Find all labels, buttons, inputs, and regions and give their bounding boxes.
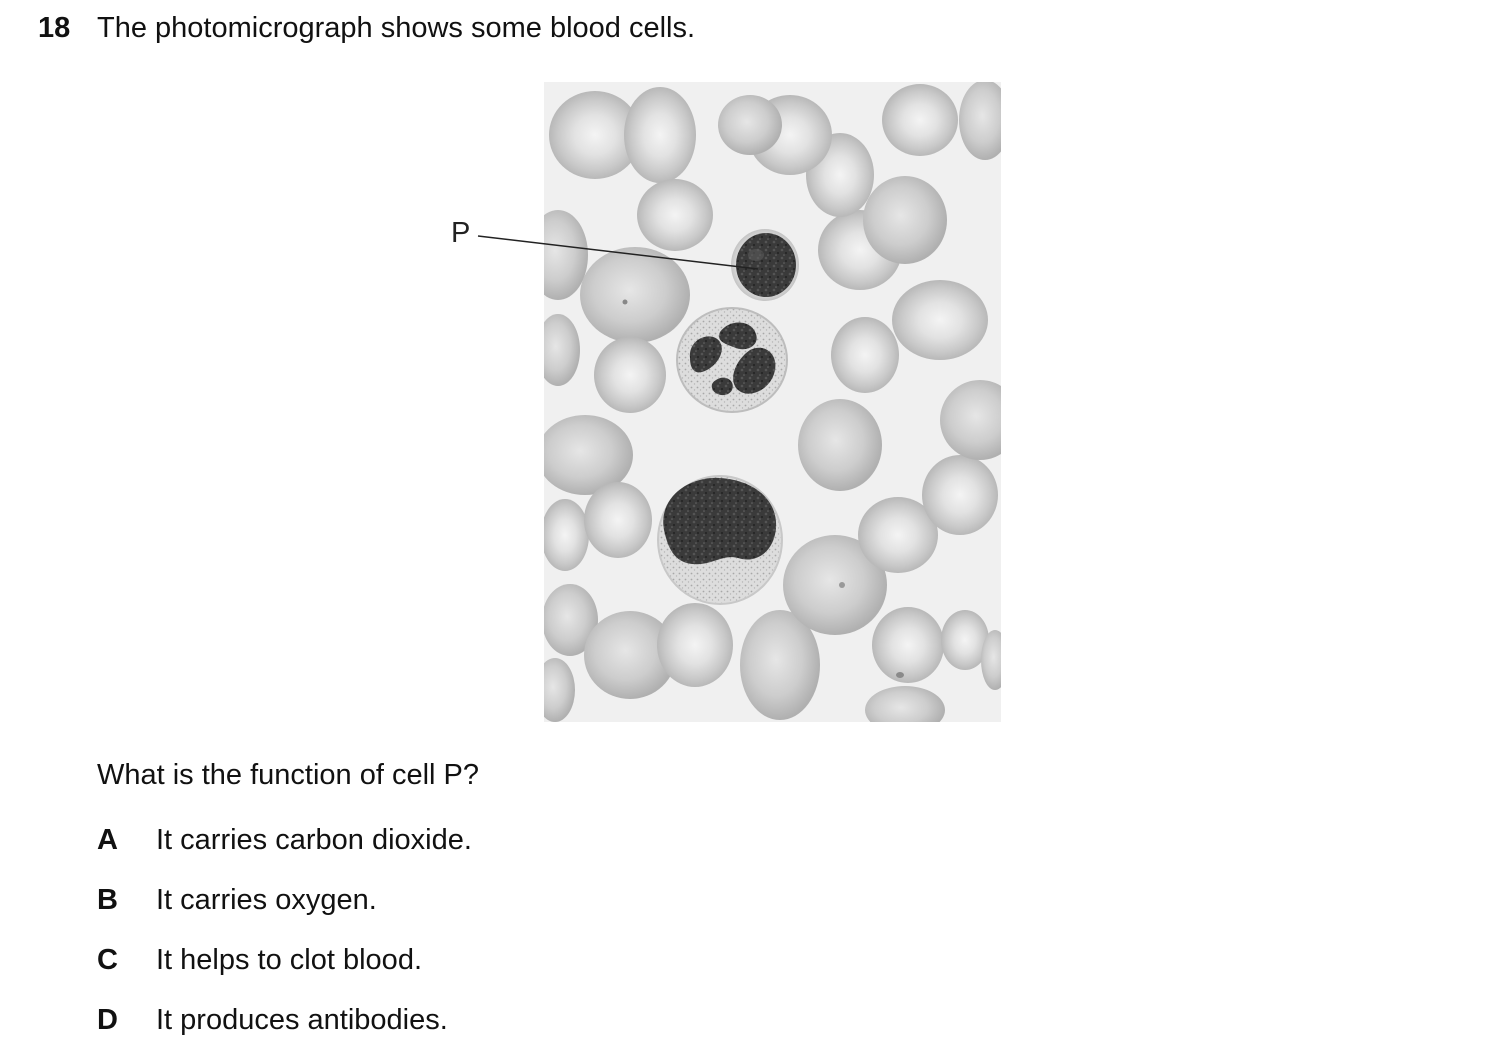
neutrophil — [676, 307, 788, 413]
answer-options: A It carries carbon dioxide. B It carrie… — [97, 822, 472, 1062]
option-c[interactable]: C It helps to clot blood. — [97, 942, 472, 1002]
option-b[interactable]: B It carries oxygen. — [97, 882, 472, 942]
large-white-blood-cell — [657, 475, 783, 605]
option-text: It helps to clot blood. — [156, 944, 422, 976]
question-stem: The photomicrograph shows some blood cel… — [97, 12, 696, 44]
question-number: 18 — [38, 12, 71, 44]
option-letter: D — [97, 1004, 118, 1036]
option-text: It produces antibodies. — [156, 1004, 448, 1036]
option-letter: B — [97, 884, 118, 916]
cell-p — [731, 229, 799, 301]
cell-p-leader-line — [477, 235, 759, 270]
option-text: It carries oxygen. — [156, 884, 377, 916]
question-prompt: What is the function of cell P? — [97, 759, 480, 791]
red-blood-cells — [544, 82, 1001, 722]
option-text: It carries carbon dioxide. — [156, 824, 472, 856]
option-letter: A — [97, 824, 118, 856]
option-letter: C — [97, 944, 118, 976]
option-d[interactable]: D It produces antibodies. — [97, 1002, 472, 1062]
photomicrograph-figure: P — [420, 80, 1020, 730]
cell-p-label: P — [451, 217, 470, 249]
option-a[interactable]: A It carries carbon dioxide. — [97, 822, 472, 882]
